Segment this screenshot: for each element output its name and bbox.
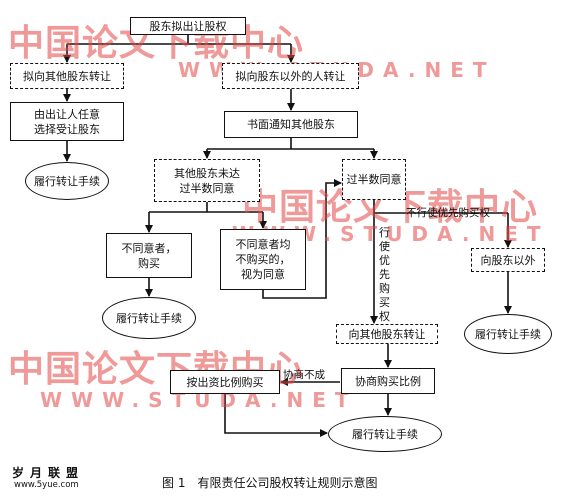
label-negotiation-failed: 协商不成 (283, 369, 325, 381)
node-internal-transfer: 拟向其他股东转让 (10, 63, 124, 89)
node-notify-shareholders: 书面通知其他股东 (224, 111, 358, 138)
node-negotiate-ratio: 协商购买比例 (341, 368, 435, 394)
node-perform-bottom: 履行转让手续 (328, 416, 442, 452)
node-perform-mid: 履行转让手续 (102, 297, 196, 339)
node-perform-left: 履行转让手续 (25, 162, 109, 200)
label-exercise-preemption: 行使优先购买权 (379, 226, 390, 323)
node-buy-by-ratio: 按出资比例购买 (170, 370, 280, 394)
edge-ratio-perform (224, 394, 328, 437)
label-no-preemption: 不行使优先购买权 (406, 207, 490, 219)
node-disagree-buy: 不同意者， 购买 (106, 233, 192, 278)
node-external-transfer: 拟向股东以外的人转让 (222, 63, 359, 89)
edge-start-split (67, 34, 291, 45)
node-majority: 过半数同意 (342, 159, 406, 200)
edge-notify-split (207, 138, 374, 150)
node-disagree-nobuy: 不同意者均 不购买的， 视为同意 (220, 229, 306, 290)
edge-not-majority-split (149, 202, 263, 213)
node-not-majority: 其他股东未达 过半数同意 (154, 159, 260, 202)
brand-logo-text: 岁月联盟 (12, 466, 85, 480)
node-to-other-shareholders: 向其他股东转让 (336, 324, 438, 344)
node-choose-buyer: 由出让人任意 选择受让股东 (10, 102, 124, 141)
edge-nobuy-loop (262, 179, 342, 299)
node-to-outsider: 向股东以外 (471, 248, 545, 272)
edge-majority-down (373, 200, 508, 214)
figure-caption: 图 1 有限责任公司股权转让规则示意图 (162, 476, 378, 490)
node-perform-right: 履行转让手续 (464, 314, 552, 354)
node-start: 股东拟出让股权 (130, 17, 246, 35)
brand-url: www.5yue.com (14, 480, 79, 490)
